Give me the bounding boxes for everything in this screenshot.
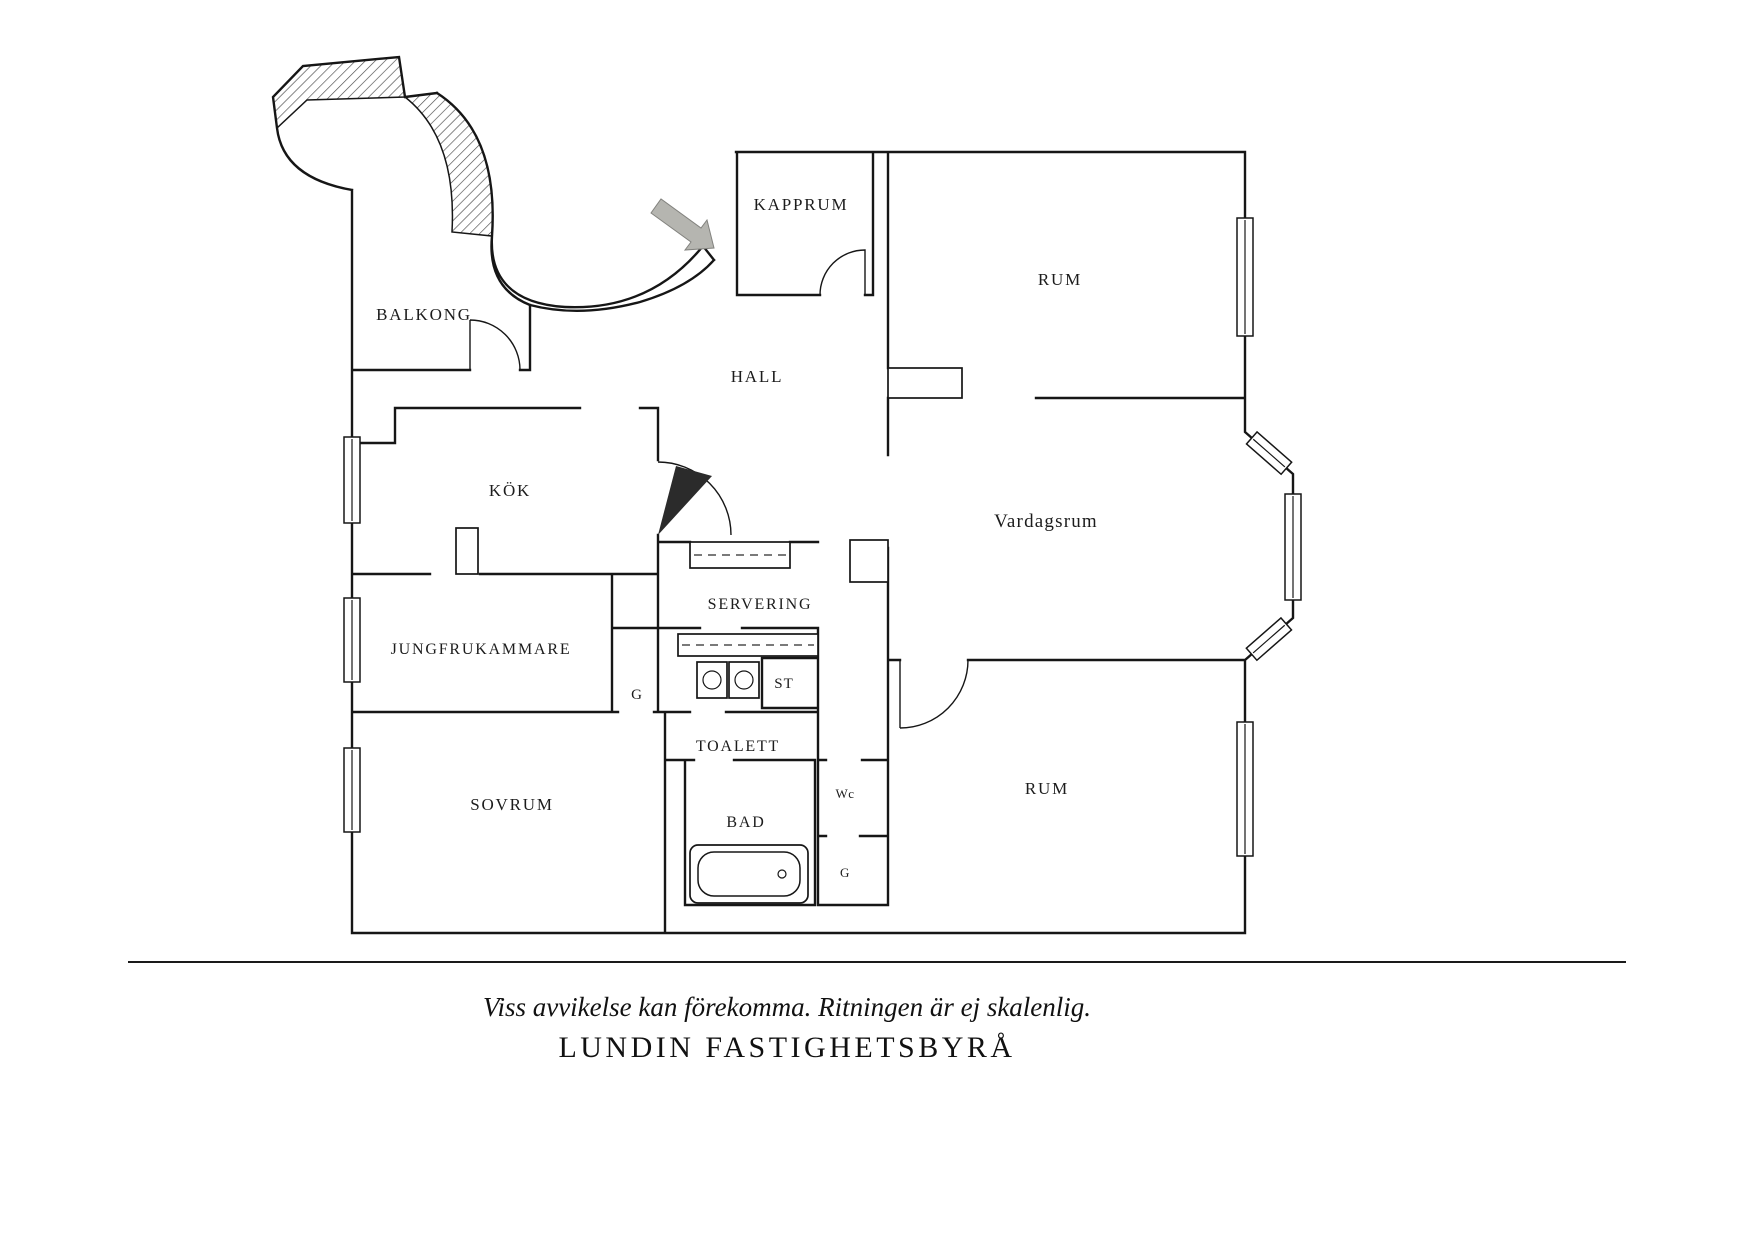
balcony-railing xyxy=(272,56,494,237)
door-kapprum xyxy=(819,249,866,296)
sink-right xyxy=(728,661,760,699)
entrance-arrow-icon xyxy=(650,198,715,251)
door-leaf-kok xyxy=(658,466,712,535)
door-kok-hall xyxy=(657,461,732,536)
window-rum-bottom xyxy=(1236,721,1254,857)
room-label-rum-top: RUM xyxy=(1038,270,1082,289)
room-label-toalett: TOALETT xyxy=(696,738,780,755)
room-label-hall: HALL xyxy=(731,367,784,386)
room-label-sovrum: SOVRUM xyxy=(470,795,554,814)
room-labels: KAPPRUM RUM BALKONG HALL KÖK Vardagsrum … xyxy=(376,195,1098,880)
room-label-bad: BAD xyxy=(726,814,765,831)
kitchen-counter xyxy=(455,527,479,575)
servering-shelf xyxy=(677,633,819,657)
footer: Viss avvikelse kan förekomma. Ritningen … xyxy=(128,961,1626,1064)
room-label-servering: SERVERING xyxy=(708,596,813,613)
brand-text: LUNDIN FASTIGHETSBYRÅ xyxy=(558,1031,1015,1064)
room-label-wc: Wc xyxy=(835,786,854,801)
window-rum-top xyxy=(1236,217,1254,337)
bay-window-center xyxy=(1284,493,1302,601)
bay-window-lower xyxy=(1245,616,1293,662)
window-kok xyxy=(343,436,361,524)
room-label-balkong: BALKONG xyxy=(376,305,472,324)
bathtub xyxy=(689,844,809,904)
wall-pier-rum-top xyxy=(887,367,963,399)
room-label-garderob-1: G xyxy=(631,687,643,703)
wall-pier-vardagsrum xyxy=(849,539,889,583)
windows xyxy=(343,217,1302,857)
room-label-kapprum: KAPPRUM xyxy=(754,195,849,214)
sink-left xyxy=(696,661,728,699)
room-label-jungfrukammare: JUNGFRUKAMMARE xyxy=(391,641,572,658)
room-label-garderob-2: G xyxy=(840,865,850,880)
bay-window-upper xyxy=(1245,430,1293,476)
room-label-vardagsrum: Vardagsrum xyxy=(994,511,1098,532)
window-jungfrukammare xyxy=(343,597,361,683)
room-label-kok: KÖK xyxy=(489,481,531,500)
doors xyxy=(469,249,969,729)
fixtures xyxy=(455,527,819,904)
door-rum-bottom xyxy=(899,659,969,729)
door-balkong xyxy=(469,319,521,371)
window-sovrum xyxy=(343,747,361,833)
room-label-rum-bottom: RUM xyxy=(1025,779,1069,798)
walls xyxy=(271,55,1295,935)
room-label-stadskap: ST xyxy=(774,676,794,692)
disclaimer-text: Viss avvikelse kan förekomma. Ritningen … xyxy=(483,992,1091,1022)
